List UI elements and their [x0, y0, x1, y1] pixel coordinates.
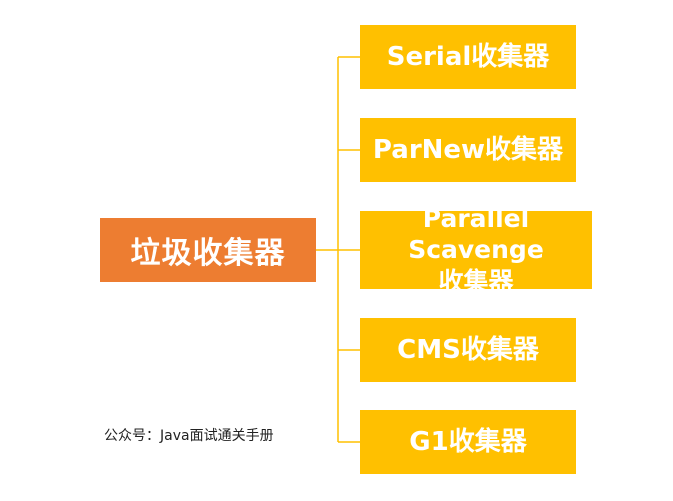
leaf-node-serial: Serial收集器	[360, 25, 576, 89]
leaf-node-label-group: Parallel Scavenge 收集器	[360, 203, 592, 297]
leaf-node-label: CMS收集器	[397, 334, 539, 365]
root-node-garbage-collectors: 垃圾收集器	[100, 218, 316, 282]
leaf-node-label: ParNew收集器	[372, 134, 564, 165]
leaf-node-label-line2: 收集器	[438, 266, 514, 296]
leaf-node-cms: CMS收集器	[360, 318, 576, 382]
leaf-node-parallel-scavenge: Parallel Scavenge 收集器	[360, 204, 592, 296]
leaf-node-label: Serial收集器	[386, 41, 550, 72]
source-caption: 公众号：Java面试通关手册	[104, 428, 274, 444]
leaf-node-g1: G1收集器	[360, 410, 576, 474]
leaf-node-label-line1: Parallel Scavenge	[408, 204, 544, 265]
leaf-node-parnew: ParNew收集器	[360, 118, 576, 182]
leaf-node-label: G1收集器	[409, 426, 527, 457]
root-node-label: 垃圾收集器	[130, 236, 286, 271]
